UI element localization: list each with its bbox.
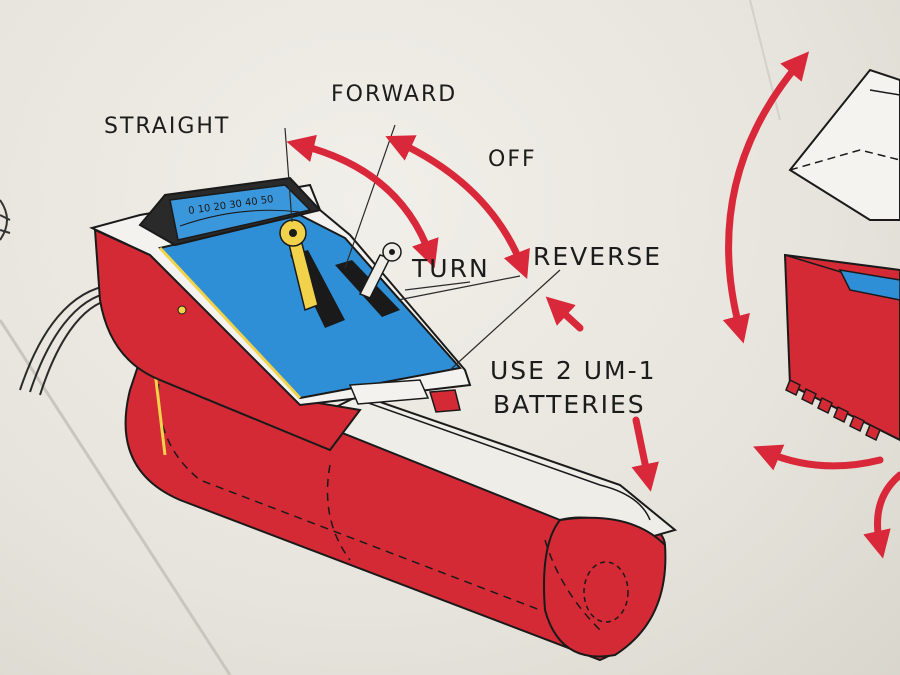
battery-arrow-down — [631, 416, 659, 492]
throttle-arrow — [385, 135, 530, 280]
right-vehicle-parts — [783, 68, 900, 442]
screw — [177, 305, 187, 315]
control-box — [89, 176, 472, 452]
label-straight: STRAIGHT — [104, 114, 231, 139]
battery-arrow-up — [545, 296, 584, 332]
left-edge-part — [0, 199, 11, 241]
battery-end-ring — [583, 561, 629, 623]
paper-crease-2 — [749, 0, 781, 121]
right-arrow-bottom — [753, 444, 884, 471]
label-batteries-line2: BATTERIES — [493, 390, 646, 419]
battery-end-cap — [543, 516, 667, 658]
right-arrow-curl — [863, 471, 900, 559]
label-reverse: REVERSE — [533, 242, 663, 271]
cable — [19, 284, 113, 396]
battery-latch — [348, 379, 430, 405]
right-arrow-vertical — [722, 51, 810, 344]
red-arrows — [286, 51, 900, 559]
label-off: OFF — [488, 147, 537, 172]
label-forward: FORWARD — [331, 82, 458, 107]
label-batteries-line1: USE 2 UM-1 — [490, 356, 657, 385]
label-turn: TURN — [412, 254, 490, 283]
paper-crease — [0, 319, 232, 675]
